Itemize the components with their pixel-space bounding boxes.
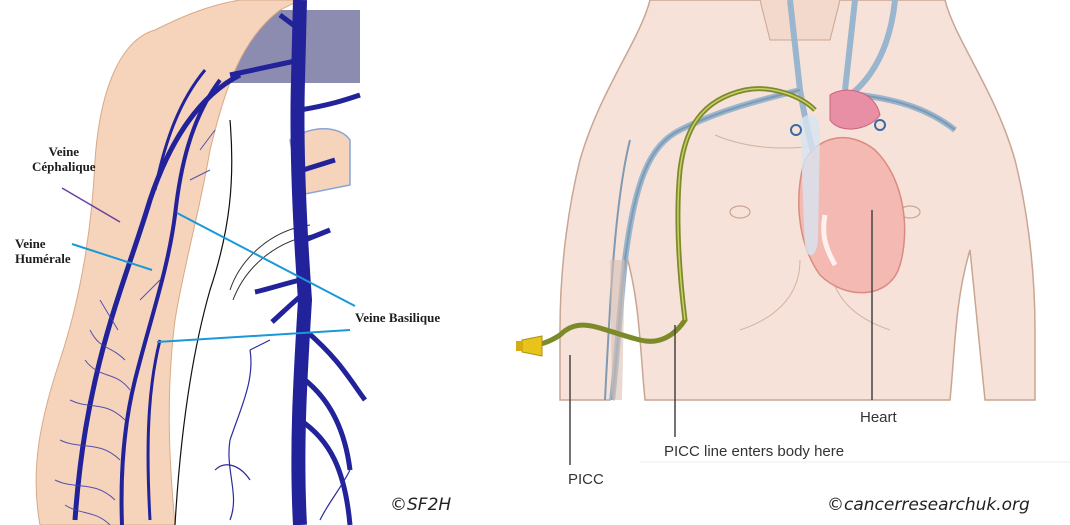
arm-vein-diagram: Veine Céphalique Veine Humérale Veine Ba…	[0, 0, 500, 525]
entry-label: PICC line enters body here	[664, 443, 844, 460]
cancerresearchuk-credit: ©cancerresearchuk.org	[827, 495, 1030, 515]
neck	[760, 0, 840, 40]
cephalic-vein-label: Veine Céphalique	[32, 144, 96, 174]
central-vein	[297, 0, 305, 525]
picc-label: PICC	[568, 471, 604, 488]
cephalic-vein-label-line1: Veine	[32, 144, 96, 159]
basilic-leader-lower	[157, 330, 350, 342]
arm-vein-illustration	[0, 0, 500, 525]
cephalic-vein-label-line2: Céphalique	[32, 159, 96, 174]
sf2h-credit: ©SF2H	[390, 495, 451, 515]
picc-connector-cap	[516, 341, 523, 351]
picc-connector	[522, 336, 542, 356]
humeral-vein-label-line1: Veine	[15, 236, 71, 251]
small-veins-right	[215, 340, 350, 520]
basilic-vein-label: Veine Basilique	[355, 310, 440, 325]
humeral-vein-label: Veine Humérale	[15, 236, 71, 266]
basilic-leader-upper	[177, 213, 355, 306]
humeral-vein-label-line2: Humérale	[15, 251, 71, 266]
heart-label: Heart	[860, 409, 897, 426]
picc-line-diagram: PICC PICC line enters body here Heart ©c…	[500, 0, 1070, 525]
